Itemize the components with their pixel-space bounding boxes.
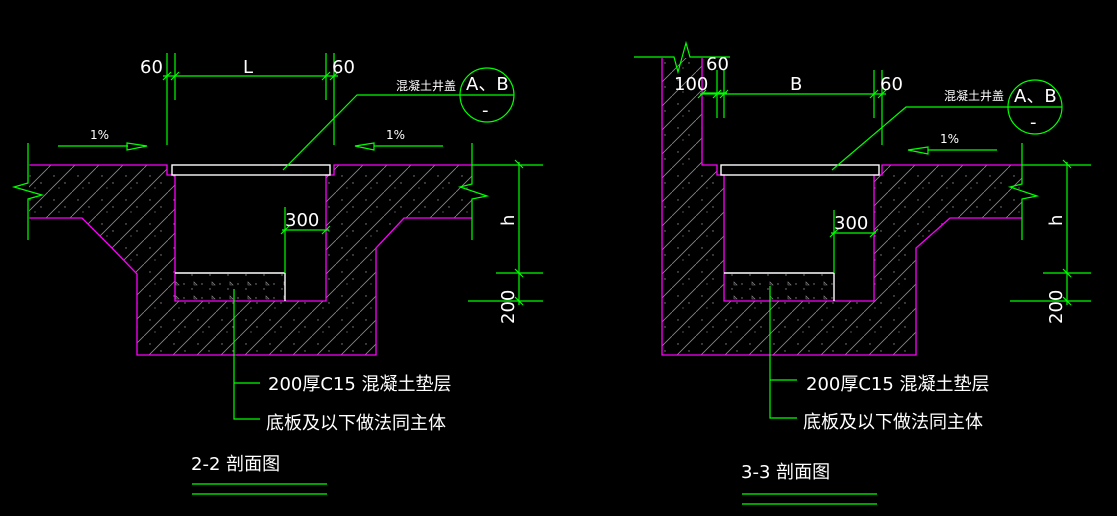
break-symbol-top-3-3 xyxy=(634,40,730,75)
dim-inner-3-3: 300 xyxy=(834,213,868,234)
dim-opening-2-2: L xyxy=(243,57,253,78)
slope-arrow-left-2-2 xyxy=(126,142,148,151)
note-2-2-2: 底板及以下做法同主体 xyxy=(266,413,446,434)
cushion-layer-2-2 xyxy=(175,273,285,301)
concrete-body-3-3 xyxy=(662,58,1022,355)
cover-label-2-2: 混凝土井盖 xyxy=(396,78,456,93)
break-symbol-right-3-3 xyxy=(1007,143,1040,240)
dim-height-3-3: h xyxy=(1046,215,1067,226)
slope-arrow-right-3-3 xyxy=(907,146,929,155)
note-1-3-3: 200厚C15 混凝土垫层 xyxy=(806,374,990,395)
slope-arrow-right-2-2 xyxy=(354,142,375,151)
dim-opening-3-3: B xyxy=(790,74,802,95)
note-2-3-3: 底板及以下做法同主体 xyxy=(803,412,983,433)
section-3-3: 100 60 B 60 1% 混凝土井盖 A、B - 300 h 200 200… xyxy=(634,40,1091,505)
break-symbol-left-2-2 xyxy=(11,143,45,240)
manhole-cover-2-2 xyxy=(171,164,331,176)
section-title-3-3: 3-3 剖面图 xyxy=(741,462,830,483)
dim-left-wall-3-3: 60 xyxy=(706,54,729,75)
break-symbol-right-2-2 xyxy=(457,143,490,240)
dim-right-wall-3-3: 60 xyxy=(880,74,903,95)
dim-right-wall-2-2: 60 xyxy=(332,57,355,78)
callout-top-2-2: A、B xyxy=(466,74,509,95)
dim-cushion-2-2: 200 xyxy=(498,290,519,324)
section-2-2: 60 L 60 1% 1% 混凝土井盖 A、B - 300 h 200 xyxy=(11,53,543,495)
callout-bottom-2-2: - xyxy=(482,100,489,121)
dim-left-wall-2-2: 60 xyxy=(140,57,163,78)
slope-left-2-2: 1% xyxy=(90,128,109,142)
outline-2-2 xyxy=(29,164,472,356)
dim-height-2-2: h xyxy=(498,215,519,226)
section-title-2-2: 2-2 剖面图 xyxy=(191,454,280,475)
note-1-2-2: 200厚C15 混凝土垫层 xyxy=(268,374,452,395)
slope-right-2-2: 1% xyxy=(386,128,405,142)
manhole-cover-3-3 xyxy=(720,164,880,176)
cushion-layer-3-3 xyxy=(724,273,834,301)
callout-top-3-3: A、B xyxy=(1014,86,1057,107)
dim-outer-wall-3-3: 100 xyxy=(674,74,708,95)
cover-label-3-3: 混凝土井盖 xyxy=(944,88,1004,103)
slope-right-3-3: 1% xyxy=(940,132,959,146)
dim-cushion-3-3: 200 xyxy=(1046,290,1067,324)
concrete-body-2-2 xyxy=(29,165,472,355)
dim-inner-2-2: 300 xyxy=(285,210,319,231)
callout-bottom-3-3: - xyxy=(1030,112,1037,133)
outline-3-3 xyxy=(661,58,1022,356)
